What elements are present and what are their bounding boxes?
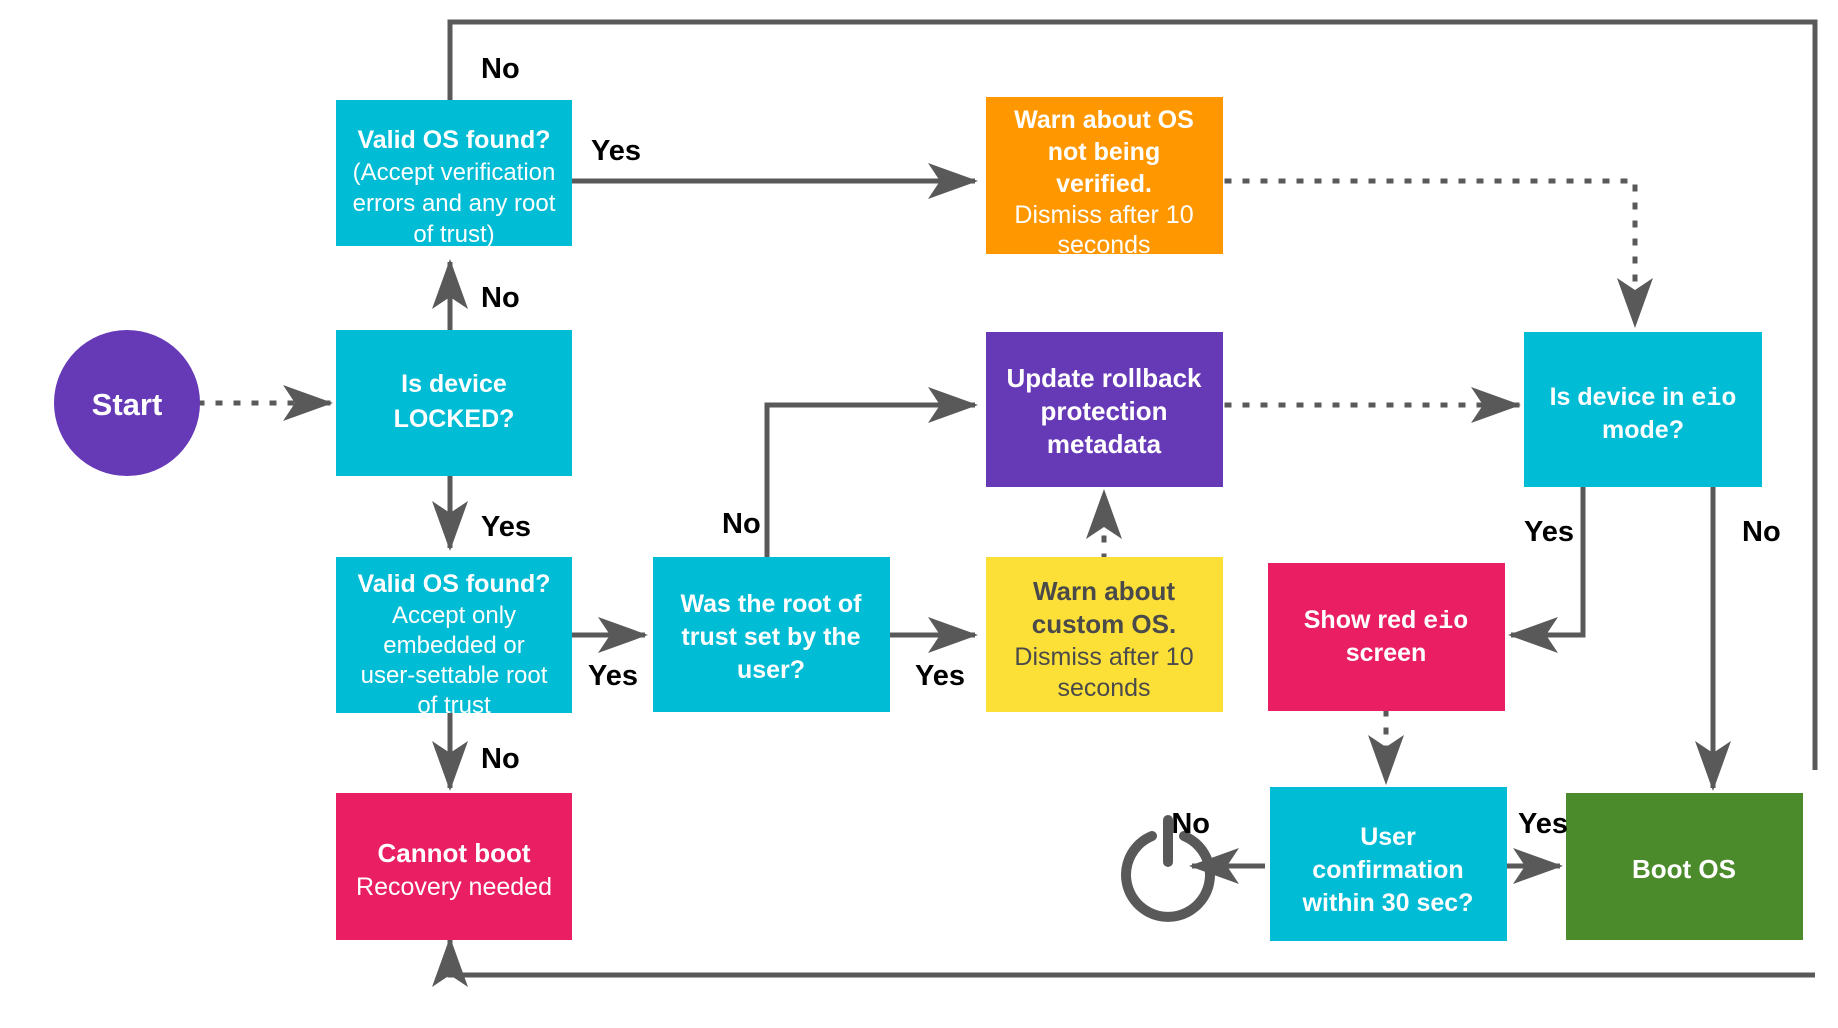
node-warn-custom-os-line2: custom OS. [1032, 609, 1176, 639]
edge-label-no-top: No [481, 53, 520, 85]
node-user-confirmation-line3: within 30 sec? [1302, 889, 1474, 917]
node-warn-custom-os-sub2: seconds [1057, 674, 1150, 702]
node-show-red-eio-line2: screen [1346, 639, 1427, 667]
node-show-red-eio-line1-text: Show red [1304, 606, 1423, 634]
edge-label-yes-locked: Yes [481, 511, 531, 543]
edge-label-yes-valid-locked: Yes [588, 660, 638, 692]
node-update-rollback-line2: protection [1040, 396, 1167, 426]
edge-label-no-locked: No [481, 282, 520, 314]
node-valid-os-unlocked-sub3: of trust) [413, 221, 494, 248]
node-is-device-eio-line1: Is device in eio [1550, 383, 1737, 413]
node-root-of-trust-line3: user? [737, 656, 805, 684]
node-warn-not-verified-line3: verified. [1056, 170, 1152, 198]
node-cannot-boot[interactable]: Cannot boot Recovery needed [336, 793, 572, 940]
node-is-device-locked-line2: LOCKED? [394, 405, 515, 433]
node-is-device-eio-line1-mono: eio [1691, 384, 1736, 413]
node-valid-os-unlocked-sub2: errors and any root [353, 190, 556, 217]
edge-eio-yes [1507, 487, 1586, 653]
node-warn-not-verified-line1: Warn about OS [1014, 106, 1194, 134]
node-start[interactable]: Start [54, 330, 200, 476]
node-update-rollback-line3: metadata [1047, 429, 1162, 459]
node-warn-not-verified-sub2: seconds [1057, 231, 1150, 259]
node-warn-custom-os-line1: Warn about [1033, 576, 1175, 606]
power-icon [1121, 815, 1215, 922]
edge-validos-unlocked-no-loop [447, 19, 1818, 770]
edge-warnverified-to-eio [1224, 178, 1653, 329]
node-warn-not-verified-sub1: Dismiss after 10 [1014, 201, 1193, 229]
node-root-of-trust-line2: trust set by the [681, 623, 860, 651]
node-cannot-boot-title: Cannot boot [377, 838, 530, 868]
node-show-red-eio-line1: Show red eio [1304, 606, 1468, 636]
node-warn-custom-os-sub1: Dismiss after 10 [1014, 643, 1193, 671]
node-show-red-eio-line1-mono: eio [1423, 607, 1468, 636]
node-is-device-eio[interactable]: Is device in eio mode? [1524, 332, 1762, 487]
node-root-of-trust-user[interactable]: Was the root of trust set by the user? [653, 557, 890, 712]
node-is-device-locked-line1: Is device [401, 370, 507, 398]
edge-labels-layer: No No Yes Yes Yes No Yes No Yes No No Ye… [481, 53, 1781, 840]
node-boot-os[interactable]: Boot OS [1566, 793, 1803, 940]
node-valid-os-locked-sub2: embedded or [383, 632, 524, 659]
edge-roottrust-no [764, 387, 979, 558]
node-root-of-trust-line1: Was the root of [680, 590, 862, 618]
node-user-confirmation[interactable]: User confirmation within 30 sec? [1270, 787, 1507, 941]
node-update-rollback-line1: Update rollback [1006, 363, 1202, 393]
node-valid-os-unlocked-sub1: (Accept verification [353, 159, 556, 186]
node-cannot-boot-sub1: Recovery needed [356, 873, 552, 901]
node-is-device-locked[interactable]: Is device LOCKED? [336, 330, 572, 476]
node-user-confirmation-line2: confirmation [1312, 856, 1463, 884]
node-valid-os-locked-title: Valid OS found? [357, 570, 550, 598]
node-is-device-eio-line1-text: Is device in [1550, 383, 1692, 411]
node-boot-os-label: Boot OS [1632, 854, 1736, 884]
node-valid-os-unlocked-title: Valid OS found? [357, 126, 550, 154]
node-valid-os-locked-sub1: Accept only [392, 602, 516, 629]
node-show-red-eio[interactable]: Show red eio screen [1268, 563, 1505, 711]
node-is-device-eio-line2: mode? [1602, 416, 1684, 444]
node-valid-os-locked[interactable]: Valid OS found? Accept only embedded or … [336, 557, 572, 719]
edge-label-yes-user-conf: Yes [1518, 808, 1568, 840]
edge-label-yes-eio: Yes [1524, 516, 1574, 548]
edge-label-no-user-conf: No [1171, 808, 1210, 840]
node-valid-os-locked-sub4: of trust [417, 692, 491, 719]
node-warn-not-verified-line2: not being [1048, 138, 1160, 166]
edge-label-no-valid-locked: No [481, 743, 520, 775]
edge-label-yes-unlocked-warn: Yes [591, 135, 641, 167]
node-warn-custom-os[interactable]: Warn about custom OS. Dismiss after 10 s… [986, 557, 1223, 712]
node-valid-os-unlocked[interactable]: Valid OS found? (Accept verification err… [336, 100, 572, 248]
edge-label-no-root-trust: No [722, 508, 761, 540]
node-warn-not-verified[interactable]: Warn about OS not being verified. Dismis… [986, 97, 1223, 259]
node-update-rollback[interactable]: Update rollback protection metadata [986, 332, 1223, 487]
node-start-label: Start [92, 387, 163, 422]
node-user-confirmation-line1: User [1360, 823, 1416, 851]
node-valid-os-locked-sub3: user-settable root [361, 662, 548, 689]
edge-bottom-loop [432, 936, 1815, 987]
edge-label-no-eio: No [1742, 516, 1781, 548]
edge-label-yes-root-trust: Yes [915, 660, 965, 692]
edges-layer [197, 19, 1818, 987]
